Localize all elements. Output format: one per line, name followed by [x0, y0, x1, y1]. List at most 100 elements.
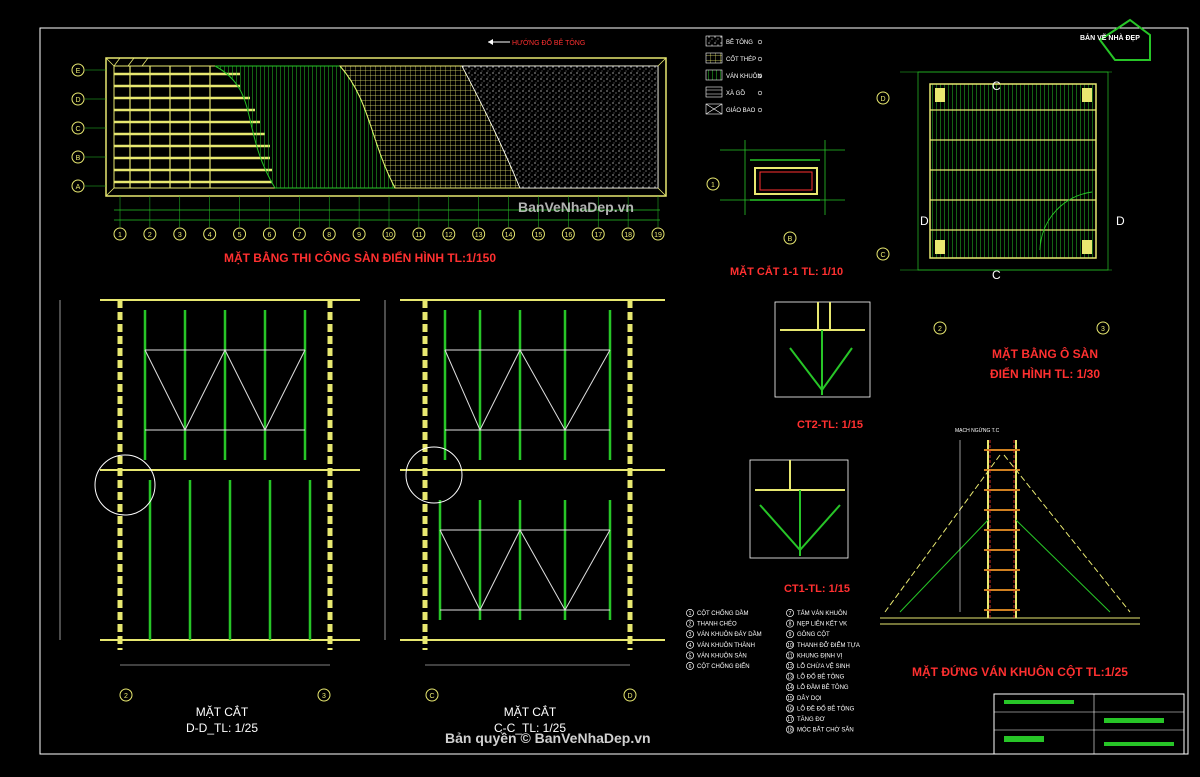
slab-plan-title-2: ĐIỂN HÌNH TL: 1/30: [990, 366, 1100, 381]
svg-text:C: C: [992, 79, 1001, 93]
elevation-title: MẶT ĐỨNG VÁN KHUÔN CỘT TL:1/25: [912, 664, 1128, 679]
svg-text:3: 3: [689, 632, 692, 638]
note-item: VÁN KHUÔN THÀNH: [697, 642, 755, 649]
svg-text:D: D: [627, 693, 632, 700]
plan-col-axis: 10: [385, 232, 393, 239]
svg-text:3: 3: [1101, 326, 1105, 333]
plan-col-axis: 8: [327, 232, 331, 239]
svg-text:9: 9: [789, 632, 792, 638]
copyright-watermark: Bản quyền © BanVeNhaDep.vn: [445, 730, 651, 746]
plan-col-axis: 16: [564, 232, 572, 239]
svg-text:D: D: [920, 214, 929, 228]
formwork-zone: [114, 66, 272, 188]
note-item: MÓC BẮT CHỜ SẴN: [797, 726, 854, 734]
svg-text:B: B: [788, 236, 793, 243]
legend-label: VÁN KHUÔN: [726, 73, 762, 80]
column-formwork-elevation: MẠCH NGỪNG T.C MẶT ĐỨNG VÁN KHUÔN CỘT TL…: [880, 427, 1140, 679]
plan-row-axis: B: [76, 155, 81, 162]
legend-label: XÀ GỒ: [726, 90, 745, 97]
plan-row-axis: E: [76, 68, 81, 75]
svg-text:1: 1: [689, 611, 692, 617]
note-item: TẤM VÁN KHUÔN: [797, 610, 847, 617]
plan-col-axis: 6: [267, 232, 271, 239]
note-item: GÔNG CỘT: [797, 631, 830, 638]
legend-label: CỐT THÉP: [726, 56, 756, 63]
svg-text:17: 17: [787, 717, 793, 723]
svg-text:11: 11: [787, 653, 792, 659]
slab-plan-title-1: MẶT BẰNG Ô SÀN: [992, 346, 1098, 361]
note-item: VÁN KHUÔN ĐÁY DẦM: [697, 631, 762, 638]
svg-text:16: 16: [787, 706, 793, 712]
plan-col-axis: 19: [654, 232, 662, 239]
svg-text:MẠCH NGỪNG T.C: MẠCH NGỪNG T.C: [955, 427, 1000, 434]
plan-row-axes: E D C B A: [71, 63, 106, 193]
plan-col-axis: 14: [505, 232, 513, 239]
svg-text:D-D_TL: 1/25: D-D_TL: 1/25: [186, 721, 258, 735]
svg-text:14: 14: [787, 685, 793, 691]
svg-text:2: 2: [124, 693, 128, 700]
title-block: [993, 693, 1185, 755]
note-item: DÂY DỌI: [797, 695, 822, 702]
plan-col-axis: 2: [148, 232, 152, 239]
svg-text:12: 12: [787, 664, 793, 670]
plan-col-axis: 12: [445, 232, 453, 239]
svg-text:2: 2: [689, 622, 692, 628]
svg-text:15: 15: [787, 696, 793, 702]
section-11-title: MẶT CẮT 1-1 TL: 1/10: [730, 265, 843, 278]
plan-col-axis: 4: [208, 232, 212, 239]
plan-row-axis: D: [75, 97, 80, 104]
note-item: CỘT CHỐNG DẦM: [697, 610, 749, 617]
svg-text:C: C: [429, 693, 434, 700]
note-item: LỖ ĐỔ BÊ TÔNG: [797, 673, 845, 681]
plan-col-axis: 15: [535, 232, 543, 239]
note-item: KHUNG ĐỊNH VỊ: [797, 653, 843, 659]
svg-text:5: 5: [689, 653, 692, 659]
watermark-logo: BẢN VẼ NHÀ ĐẸP: [1080, 18, 1151, 61]
svg-text:C-C_TL: 1/25: C-C_TL: 1/25: [494, 721, 566, 735]
svg-text:D: D: [1116, 214, 1125, 228]
section-1-1: 1 B MẶT CẮT 1-1 TL: 1/10: [706, 140, 845, 278]
slab-panel-plan: C C D D D C 2 3 MẶT BẰNG Ô SÀN ĐIỂN HÌNH…: [876, 71, 1125, 381]
note-item: NẸP LIÊN KẾT VK: [797, 620, 847, 628]
svg-text:2: 2: [938, 326, 942, 333]
svg-text:10: 10: [787, 643, 793, 649]
ct2-title: CT2-TL: 1/15: [797, 419, 863, 431]
svg-text:4: 4: [689, 643, 692, 649]
plan-col-axis: 3: [178, 232, 182, 239]
svg-text:8: 8: [789, 622, 792, 628]
note-item: LỖ ĐỀ ĐỔ BÊ TÔNG: [797, 704, 855, 712]
svg-text:BẢN VẼ NHÀ ĐẸP: BẢN VẼ NHÀ ĐẸP: [1080, 33, 1140, 42]
section-c-c: C D MẶT CẮT C-C_TL: 1/25: [384, 299, 665, 735]
plan-row-axis: A: [76, 184, 81, 191]
svg-text:D: D: [880, 96, 885, 103]
drawing-border: [39, 27, 1189, 755]
detail-ct1: CT1-TL: 1/15: [749, 459, 850, 595]
notes-list: 1 CỘT CHỐNG DẦM 2 THANH CHÉO 3 VÁN KHUÔN ĐÁY …: [686, 609, 860, 734]
plan-col-axis: 17: [594, 232, 602, 239]
section-11-axis: 1: [711, 182, 715, 189]
svg-text:7: 7: [789, 611, 792, 617]
note-item: VÁN KHUÔN SÀN: [697, 652, 747, 659]
legend-label: BÊ TÔNG: [726, 38, 753, 46]
plan-col-axis: 5: [238, 232, 242, 239]
note-item: LỖ ĐẦM BÊ TÔNG: [797, 683, 849, 691]
note-item: LỖ CHỪA VỆ SINH: [797, 662, 850, 670]
pour-direction-label: HƯỚNG ĐỔ BÊ TÔNG: [512, 38, 585, 47]
svg-text:MẶT CẮT: MẶT CẮT: [504, 704, 557, 719]
ct1-title: CT1-TL: 1/15: [784, 583, 850, 595]
note-item: THANH CHÉO: [697, 621, 737, 628]
plan-col-axis: 13: [475, 232, 483, 239]
watermark-site: BanVeNhaDep.vn: [518, 199, 634, 215]
plan-col-axis: 18: [624, 232, 632, 239]
note-item: THANH ĐỠ ĐIỂM TỰA: [797, 642, 860, 649]
plan-row-axis: C: [75, 126, 80, 133]
note-item: CỘT CHỐNG ĐIỂN: [697, 663, 750, 670]
svg-text:6: 6: [689, 664, 692, 670]
detail-ct2: CT2-TL: 1/15: [774, 301, 871, 431]
svg-text:13: 13: [787, 675, 793, 681]
plan-col-axis: 9: [357, 232, 361, 239]
section-d-d: 2 3 MẶT CẮT D-D_TL: 1/25: [59, 299, 360, 735]
legend-label: GIÁO BAO: [726, 107, 756, 114]
plan-main-title: MẶT BẰNG THI CÔNG SÀN ĐIỂN HÌNH TL:1/150: [224, 250, 496, 265]
